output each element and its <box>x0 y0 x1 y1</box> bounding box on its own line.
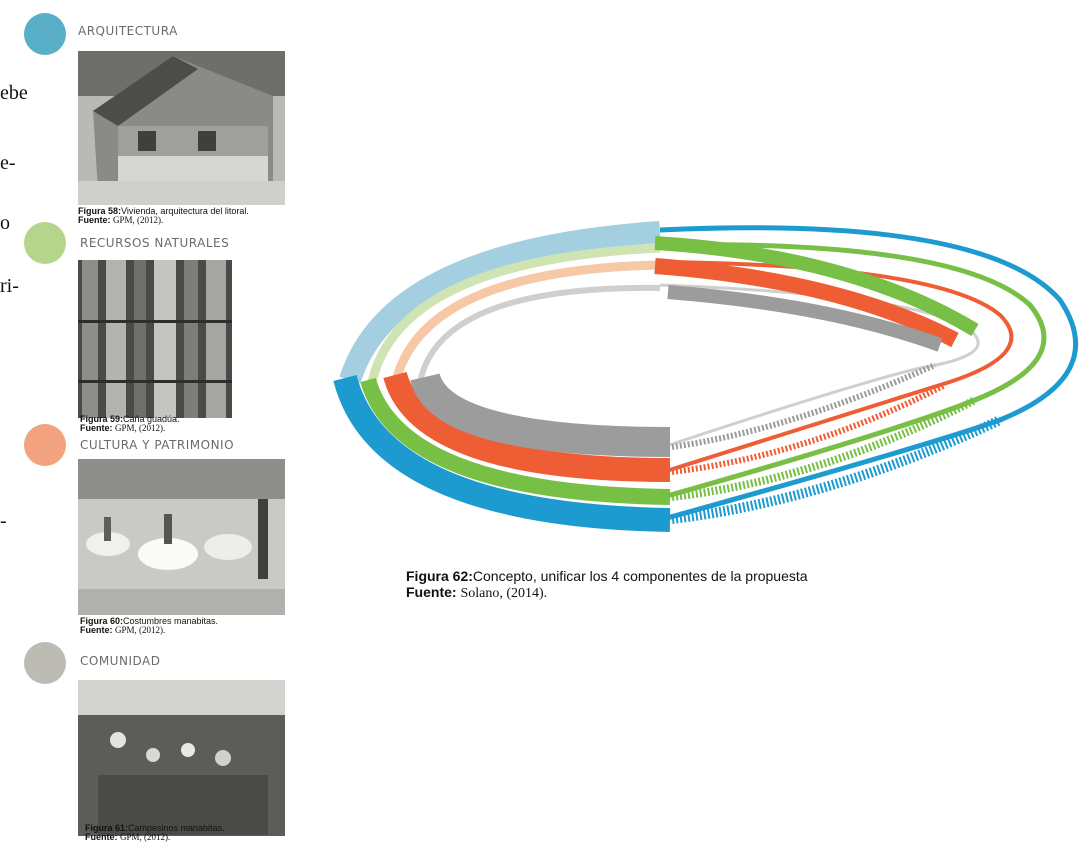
photo-costumbres-manabitas <box>78 459 285 615</box>
green-band-upper <box>654 236 979 337</box>
figure-62-caption: Figura 62:Concepto, unificar los 4 compo… <box>406 568 808 601</box>
figure-60-caption: Figura 60:Costumbres manabitas. Fuente: … <box>80 616 219 635</box>
body-text-fragment: e- <box>0 152 16 174</box>
blue-loop-thin <box>659 225 1079 523</box>
body-text-fragment: o <box>0 212 10 234</box>
green-loop-thin <box>659 242 1047 501</box>
body-text-fragment: ebe <box>0 82 28 104</box>
category-dot-recursos-naturales <box>24 222 66 264</box>
photo-campesinos-manabitas <box>78 680 285 836</box>
blue-striped-segment <box>671 415 1003 524</box>
orange-striped-segment <box>671 382 947 475</box>
photo-vivienda <box>78 51 285 205</box>
green-arc-light <box>367 243 661 384</box>
figure-59-caption: Figura 59:Caña guadúa. Fuente: GPM, (201… <box>80 414 180 433</box>
category-dot-arquitectura <box>24 13 66 55</box>
body-text-fragment: ri- <box>0 275 19 297</box>
blue-arc-bold <box>333 374 671 532</box>
concept-diagram <box>333 221 1079 532</box>
category-dot-comunidad <box>24 642 66 684</box>
category-label-recursos-naturales: RECURSOS NATURALES <box>80 236 230 250</box>
green-arc-bold <box>360 377 671 505</box>
orange-band-upper <box>654 258 959 348</box>
orange-arc-bold <box>383 371 671 482</box>
gray-band-upper <box>667 285 943 352</box>
orange-arc-light <box>390 260 661 386</box>
body-text-fragment: - <box>0 510 7 532</box>
figure-58-caption: Figura 58:Vivienda, arquitectura del lit… <box>78 206 249 225</box>
category-dot-cultura-patrimonio <box>24 424 66 466</box>
gray-arc-light <box>417 284 661 383</box>
category-label-cultura-patrimonio: CULTURA Y PATRIMONIO <box>80 438 235 452</box>
green-striped-segment <box>671 396 977 501</box>
photo-cana-guadua <box>78 260 232 418</box>
gray-arc-bold <box>410 372 671 457</box>
figure-61-caption: Figura 61:Campesinos manabitas. Fuente: … <box>85 823 225 842</box>
gray-striped-segment <box>671 362 937 450</box>
category-label-comunidad: COMUNIDAD <box>80 654 161 668</box>
category-label-arquitectura: ARQUITECTURA <box>78 24 178 38</box>
blue-arc-light <box>339 221 661 384</box>
